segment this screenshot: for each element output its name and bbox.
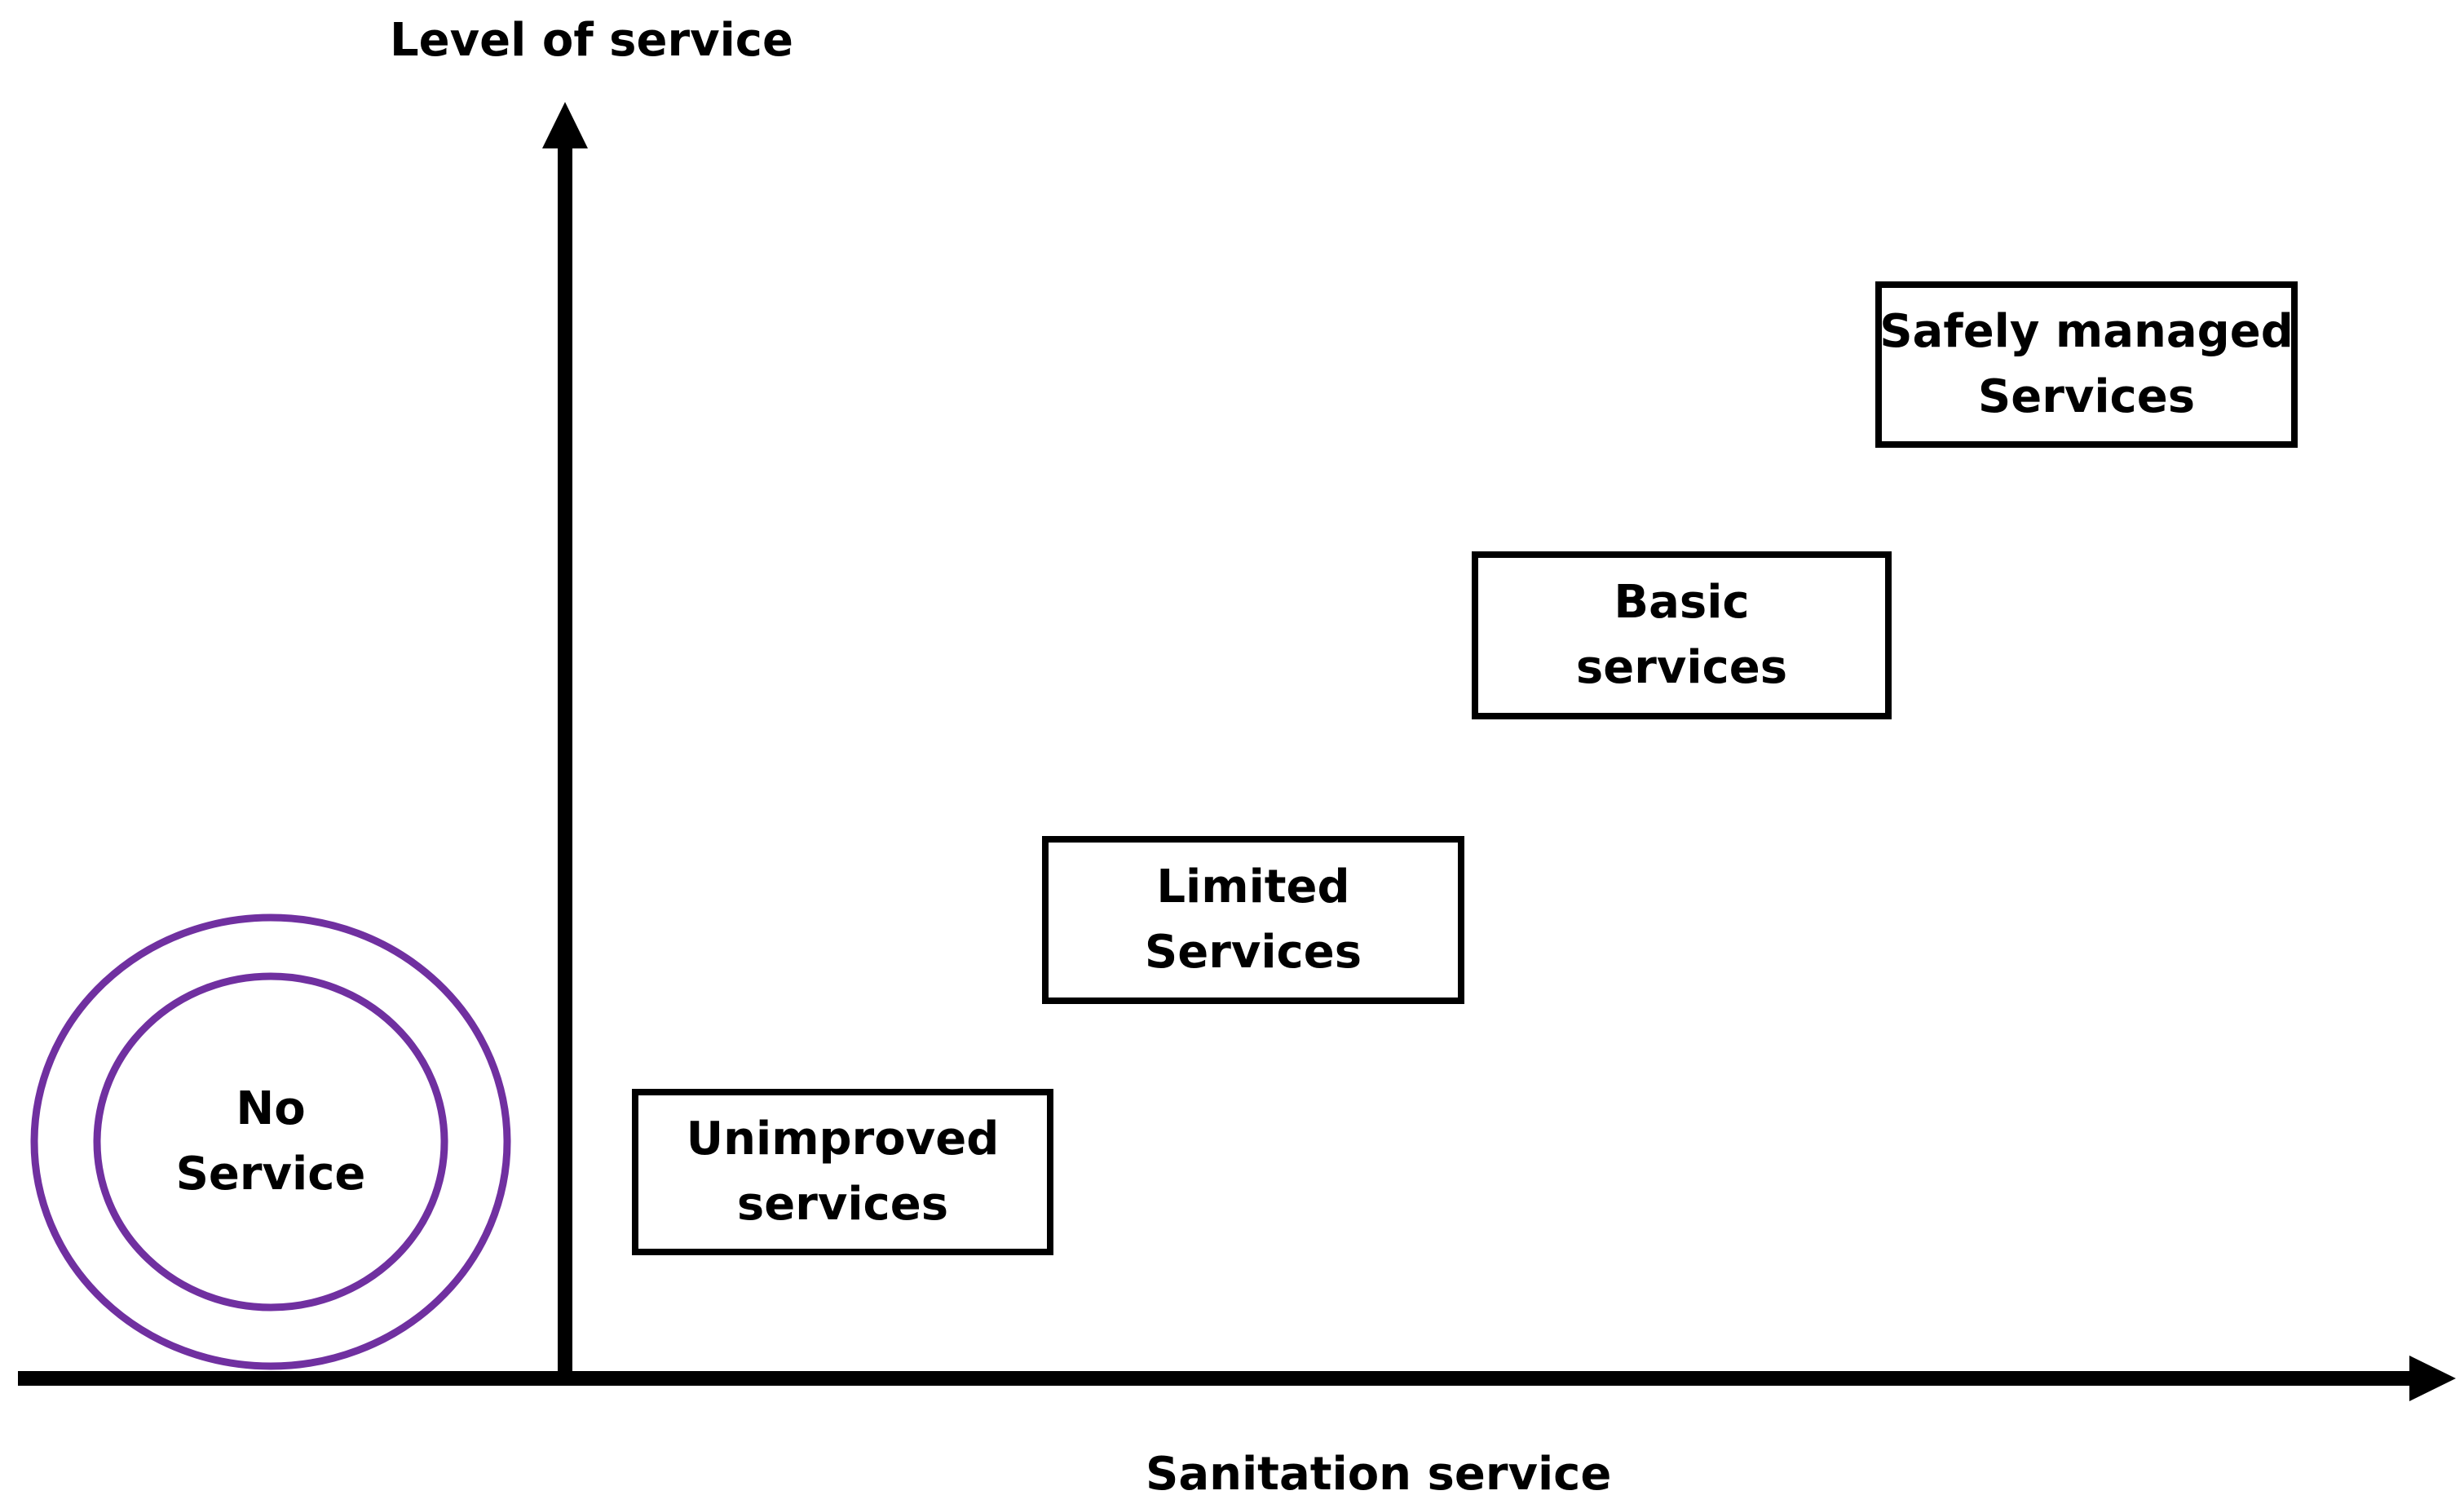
box-line-2: services bbox=[736, 1178, 949, 1231]
y-axis-arrowhead bbox=[542, 102, 588, 148]
no-service-inner-ring bbox=[93, 972, 448, 1312]
x-axis-arrowhead bbox=[2409, 1356, 2456, 1401]
x-axis-label: Sanitation service bbox=[1146, 1448, 1612, 1501]
box-line-1: Safely managed bbox=[1879, 305, 2294, 358]
unimproved-services-box: Unimproved services bbox=[632, 1089, 1053, 1255]
no-service-line-2: Service bbox=[175, 1148, 366, 1201]
box-line-2: services bbox=[1575, 641, 1788, 694]
no-service-outer-ring bbox=[30, 913, 511, 1370]
box-line-1: Basic bbox=[1614, 576, 1750, 629]
basic-services-box: Basic services bbox=[1472, 551, 1892, 719]
box-line-2: Services bbox=[1977, 370, 2196, 423]
no-service-line-1: No bbox=[236, 1082, 306, 1135]
box-line-2: Services bbox=[1144, 926, 1362, 979]
y-axis-label: Level of service bbox=[390, 14, 793, 67]
safely-managed-services-box: Safely managed Services bbox=[1875, 281, 2298, 448]
box-line-1: Limited bbox=[1156, 860, 1350, 913]
box-line-1: Unimproved bbox=[686, 1113, 1000, 1166]
no-service-label: No Service bbox=[108, 1060, 434, 1223]
limited-services-box: Limited Services bbox=[1042, 836, 1464, 1004]
